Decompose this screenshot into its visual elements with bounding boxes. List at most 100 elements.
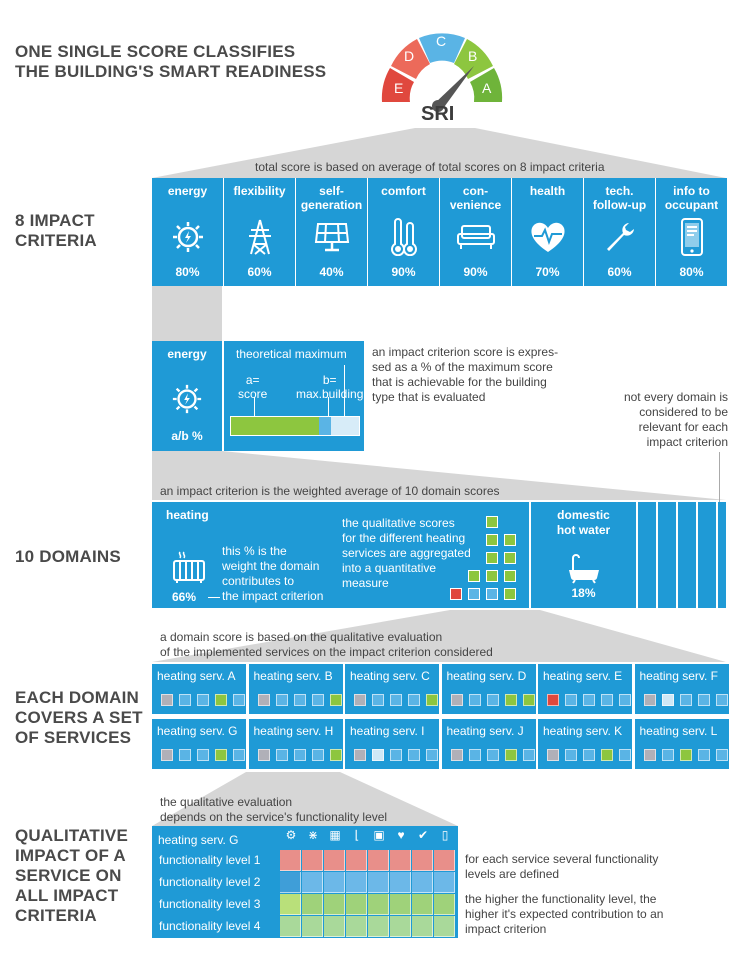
- service-label: heating serv. A: [157, 669, 236, 683]
- domain-other-2[interactable]: [658, 502, 676, 608]
- gauge-letter-c: C: [436, 33, 446, 49]
- gauge-segment-d: [391, 39, 430, 79]
- thermometer-icon: ⌊: [354, 828, 360, 842]
- score-square: [522, 749, 535, 761]
- max-marker: [344, 365, 345, 416]
- criterion-label: self- generation: [300, 184, 363, 212]
- criterion-value: 80%: [175, 265, 200, 279]
- domains-heading: 10 DOMAINS: [15, 547, 121, 566]
- score-square: [233, 749, 245, 761]
- matrix-cell: [280, 894, 301, 915]
- heart-pulse-icon: ♥: [397, 828, 405, 842]
- matrix-cell: [302, 916, 323, 937]
- matrix-cell: [280, 916, 301, 937]
- matrix-cell: [324, 872, 345, 893]
- score-square: [390, 749, 402, 761]
- domain-heating[interactable]: heating 66% this % is the weight the dom…: [152, 502, 529, 608]
- bathtub-icon: [567, 554, 601, 589]
- service-tile[interactable]: heating serv. D: [441, 664, 536, 714]
- criterion-value: 60%: [247, 265, 272, 279]
- matrix-cell: [346, 872, 367, 893]
- criterion-flexibility[interactable]: flexibility 60%: [224, 178, 295, 286]
- service-score-squares: [450, 694, 535, 706]
- score-square: [329, 694, 342, 706]
- service-tile[interactable]: heating serv. E: [538, 664, 632, 714]
- score-square: [215, 694, 227, 706]
- service-tile[interactable]: heating serv. F: [634, 664, 729, 714]
- criterion-value: 60%: [607, 265, 632, 279]
- service-label: heating serv. J: [446, 724, 524, 738]
- criterion-value: 40%: [319, 265, 344, 279]
- domain-heating-value: 66%: [172, 590, 197, 604]
- service-label: heating serv. D: [446, 669, 527, 683]
- domain-other-3[interactable]: [678, 502, 696, 608]
- weight-text: this % is the weight the domain contribu…: [222, 544, 324, 603]
- service-tile[interactable]: heating serv. J: [441, 719, 536, 769]
- service-tile[interactable]: heating serv. I: [345, 719, 439, 769]
- matrix-cell: [390, 872, 411, 893]
- criterion-health[interactable]: health 70%: [512, 178, 583, 286]
- service-tile[interactable]: heating serv. C: [345, 664, 439, 714]
- sun-plug-icon: [152, 216, 223, 258]
- criterion-info-to-occupant[interactable]: info to occupant 80%: [656, 178, 727, 286]
- score-square: [426, 694, 438, 706]
- score-square: [547, 694, 559, 706]
- service-tile[interactable]: heating serv. K: [538, 719, 632, 769]
- criterion-label: tech. follow-up: [592, 184, 647, 212]
- service-tile[interactable]: heating serv. G: [152, 719, 246, 769]
- power-pylon-icon: [224, 216, 295, 258]
- sun-plug-icon: [152, 383, 222, 415]
- score-square: [408, 694, 420, 706]
- service-score-squares: [643, 749, 728, 761]
- score-square: [257, 749, 270, 761]
- criterion-label: comfort: [381, 184, 426, 198]
- score-square: [215, 749, 227, 761]
- score-square: [697, 694, 710, 706]
- score-square: [547, 749, 559, 761]
- score-square: [565, 749, 577, 761]
- main-title: ONE SINGLE SCORE CLASSIFIES THE BUILDING…: [15, 42, 327, 81]
- score-square: [390, 694, 402, 706]
- score-square: [197, 694, 209, 706]
- service-tile[interactable]: heating serv. H: [248, 719, 343, 769]
- wrench-icon: ✔: [417, 828, 429, 842]
- service-label: heating serv. H: [253, 724, 334, 738]
- a-marker: [254, 397, 255, 416]
- energy-detail-tile[interactable]: energy a/b %: [152, 341, 222, 451]
- score-square: [372, 694, 384, 706]
- criterion-comfort[interactable]: comfort 90%: [368, 178, 439, 286]
- service-score-squares: [450, 749, 535, 761]
- services-caption: a domain score is based on the qualitati…: [160, 630, 493, 659]
- matrix-icon-row: ⚙ ⋇ ▦ ⌊ ▣ ♥ ✔ ▯: [282, 828, 454, 842]
- criterion-tech-follow-up[interactable]: tech. follow-up 60%: [584, 178, 655, 286]
- service-tile[interactable]: heating serv. L: [634, 719, 729, 769]
- criterion-self-generation[interactable]: self- generation 40%: [296, 178, 367, 286]
- service-label: heating serv. K: [543, 724, 623, 738]
- score-square: [643, 749, 656, 761]
- service-tile[interactable]: heating serv. B: [248, 664, 343, 714]
- gauge-letter-d: D: [404, 48, 414, 64]
- services-heading: EACH DOMAIN COVERS A SET OF SERVICES: [15, 688, 143, 747]
- domain-relevance-note: not every domain is considered to be rel…: [623, 390, 728, 449]
- score-square: [161, 749, 173, 761]
- domain-other-1[interactable]: [638, 502, 656, 608]
- domains-caption: an impact criterion is the weighted aver…: [160, 484, 500, 498]
- solar-panel-icon: ▦: [329, 828, 341, 842]
- domain-other-5[interactable]: [718, 502, 726, 608]
- service-score-squares: [257, 749, 342, 761]
- thermometer-icon: [368, 216, 439, 258]
- sri-label: SRI: [421, 103, 455, 125]
- domain-domestic-hot-water[interactable]: domestic hot water 18%: [531, 502, 636, 608]
- criterion-energy[interactable]: energy 80%: [152, 178, 223, 286]
- service-tile[interactable]: heating serv. A: [152, 664, 246, 714]
- score-square: [679, 694, 692, 706]
- criterion-convenience[interactable]: con- venience 90%: [440, 178, 511, 286]
- matrix-cell: [434, 872, 455, 893]
- score-square: [468, 694, 481, 706]
- score-square: [601, 694, 613, 706]
- qualitative-caption: the qualitative evaluation depends on th…: [160, 795, 388, 824]
- matrix-cell: [368, 916, 389, 937]
- heart-pulse-icon: [512, 216, 583, 258]
- score-square: [619, 694, 631, 706]
- domain-other-4[interactable]: [698, 502, 716, 608]
